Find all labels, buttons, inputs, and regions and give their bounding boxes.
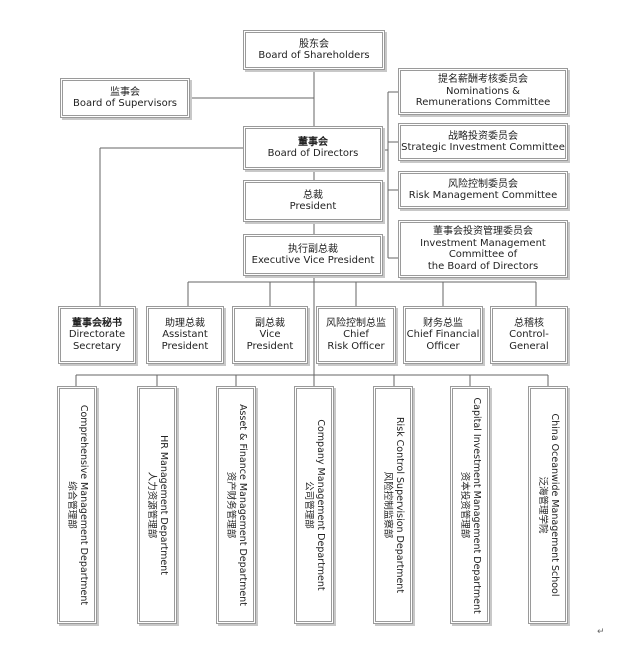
- supervisors-box: 监事会 Board of Supervisors: [60, 78, 190, 118]
- officer-zh: 财务总监: [423, 317, 463, 329]
- dept-en: Comprehensive Management Department: [77, 404, 89, 606]
- committee-en: Committee of: [448, 249, 518, 260]
- evp-box: 执行副总裁 Executive Vice President: [243, 234, 383, 276]
- dept-zh: 公司管理部: [303, 481, 314, 529]
- committee-en: Strategic Investment Committee: [401, 142, 565, 153]
- committee-en: Nominations &: [446, 85, 520, 97]
- dept-zh: 综合管理部: [66, 481, 77, 529]
- dept-en: Capital Investment Management Department: [470, 397, 482, 614]
- evp-zh: 执行副总裁: [288, 243, 338, 255]
- committee-zh: 风险控制委员会: [448, 178, 518, 190]
- officer-en: Secretary: [72, 340, 122, 352]
- dept-text: Capital Investment Management Department…: [458, 397, 482, 614]
- committee-zh: 提名薪酬考核委员会: [438, 74, 528, 86]
- supervisors-en: Board of Supervisors: [72, 98, 178, 109]
- committee-investment-box: 董事会投资管理委员会 Investment Management Committ…: [398, 220, 568, 278]
- officer-zh: 助理总裁: [165, 317, 205, 329]
- shareholders-en: Board of Shareholders: [258, 50, 370, 61]
- officer-en: Chief Financial: [406, 329, 480, 341]
- dept-zh: 资本投资管理部: [459, 471, 470, 539]
- officer-en: Chief: [343, 329, 369, 341]
- dept-capital-investment-box: Capital Investment Management Department…: [450, 386, 490, 624]
- officer-secretary-box: 董事会秘书 Directorate Secretary: [58, 306, 136, 364]
- dept-en: Company Management Department: [314, 419, 326, 591]
- officer-en: Officer: [426, 340, 460, 352]
- dept-zh: 人力资源管理部: [146, 471, 157, 539]
- dept-text: Company Management Department 公司管理部: [302, 398, 326, 613]
- committee-risk-box: 风险控制委员会 Risk Management Committee: [398, 171, 568, 209]
- dept-en: China Oceanwide Management School: [548, 413, 560, 597]
- officer-zh: 董事会秘书: [72, 317, 122, 329]
- dept-asset-finance-box: Asset & Finance Management Department 资产…: [216, 386, 256, 624]
- shareholders-box: 股东会 Board of Shareholders: [243, 30, 385, 70]
- officer-control-general-box: 总稽核 Control- General: [490, 306, 568, 364]
- committee-en: Investment Management: [420, 237, 546, 249]
- committee-zh: 战略投资委员会: [448, 130, 518, 142]
- president-zh: 总裁: [303, 189, 323, 201]
- president-en: President: [289, 201, 337, 212]
- directors-zh: 董事会: [298, 136, 328, 148]
- evp-en: Executive Vice President: [251, 255, 375, 266]
- committee-strategic-box: 战略投资委员会 Strategic Investment Committee: [398, 123, 568, 161]
- dept-en: Asset & Finance Management Department: [236, 404, 248, 606]
- committee-nominations-box: 提名薪酬考核委员会 Nominations & Remunerations Co…: [398, 68, 568, 115]
- officer-en: Risk Officer: [327, 340, 385, 352]
- officer-en: Directorate: [68, 329, 126, 341]
- dept-en: Risk Control Supervision Department: [393, 416, 405, 594]
- committee-en: Risk Management Committee: [408, 190, 558, 201]
- shareholders-zh: 股东会: [299, 38, 329, 50]
- dept-comprehensive-box: Comprehensive Management Department 综合管理…: [57, 386, 97, 624]
- officer-en: President: [161, 340, 209, 352]
- dept-text: Comprehensive Management Department 综合管理…: [65, 398, 89, 613]
- officer-en: Vice: [259, 329, 281, 341]
- dept-company-box: Company Management Department 公司管理部: [294, 386, 334, 624]
- committee-en: Remunerations Committee: [415, 97, 551, 109]
- dept-hr-box: HR Management Department 人力资源管理部: [137, 386, 177, 624]
- dept-text: China Oceanwide Management School 泛海管理学院: [536, 398, 560, 613]
- officer-assistant-president-box: 助理总裁 Assistant President: [146, 306, 224, 364]
- officer-en: President: [246, 340, 294, 352]
- directors-en: Board of Directors: [267, 148, 359, 159]
- dept-risk-control-box: Risk Control Supervision Department 风险控制…: [373, 386, 413, 624]
- officer-en: Assistant: [162, 329, 208, 341]
- officer-zh: 风险控制总监: [326, 317, 386, 329]
- officer-chief-risk-box: 风险控制总监 Chief Risk Officer: [316, 306, 396, 364]
- supervisors-zh: 监事会: [110, 86, 140, 98]
- president-box: 总裁 President: [243, 180, 383, 222]
- dept-zh: 泛海管理学院: [537, 476, 548, 534]
- officer-en: Control-: [509, 329, 549, 341]
- dept-zh: 资产财务管理部: [225, 471, 236, 539]
- dept-management-school-box: China Oceanwide Management School 泛海管理学院: [528, 386, 568, 624]
- officer-vice-president-box: 副总裁 Vice President: [232, 306, 308, 364]
- dept-zh: 风险控制监察部: [382, 471, 393, 539]
- dept-en: HR Management Department: [157, 435, 169, 575]
- officer-zh: 总稽核: [514, 317, 544, 329]
- officer-cfo-box: 财务总监 Chief Financial Officer: [403, 306, 483, 364]
- committee-zh: 董事会投资管理委员会: [433, 226, 533, 237]
- officer-zh: 副总裁: [255, 317, 285, 329]
- dept-text: HR Management Department 人力资源管理部: [145, 398, 169, 613]
- dept-text: Asset & Finance Management Department 资产…: [224, 398, 248, 613]
- directors-box: 董事会 Board of Directors: [243, 126, 383, 170]
- officer-en: General: [509, 340, 549, 352]
- committee-en: the Board of Directors: [427, 260, 539, 272]
- dept-text: Risk Control Supervision Department 风险控制…: [381, 398, 405, 613]
- paragraph-end-mark: ↵: [597, 627, 605, 637]
